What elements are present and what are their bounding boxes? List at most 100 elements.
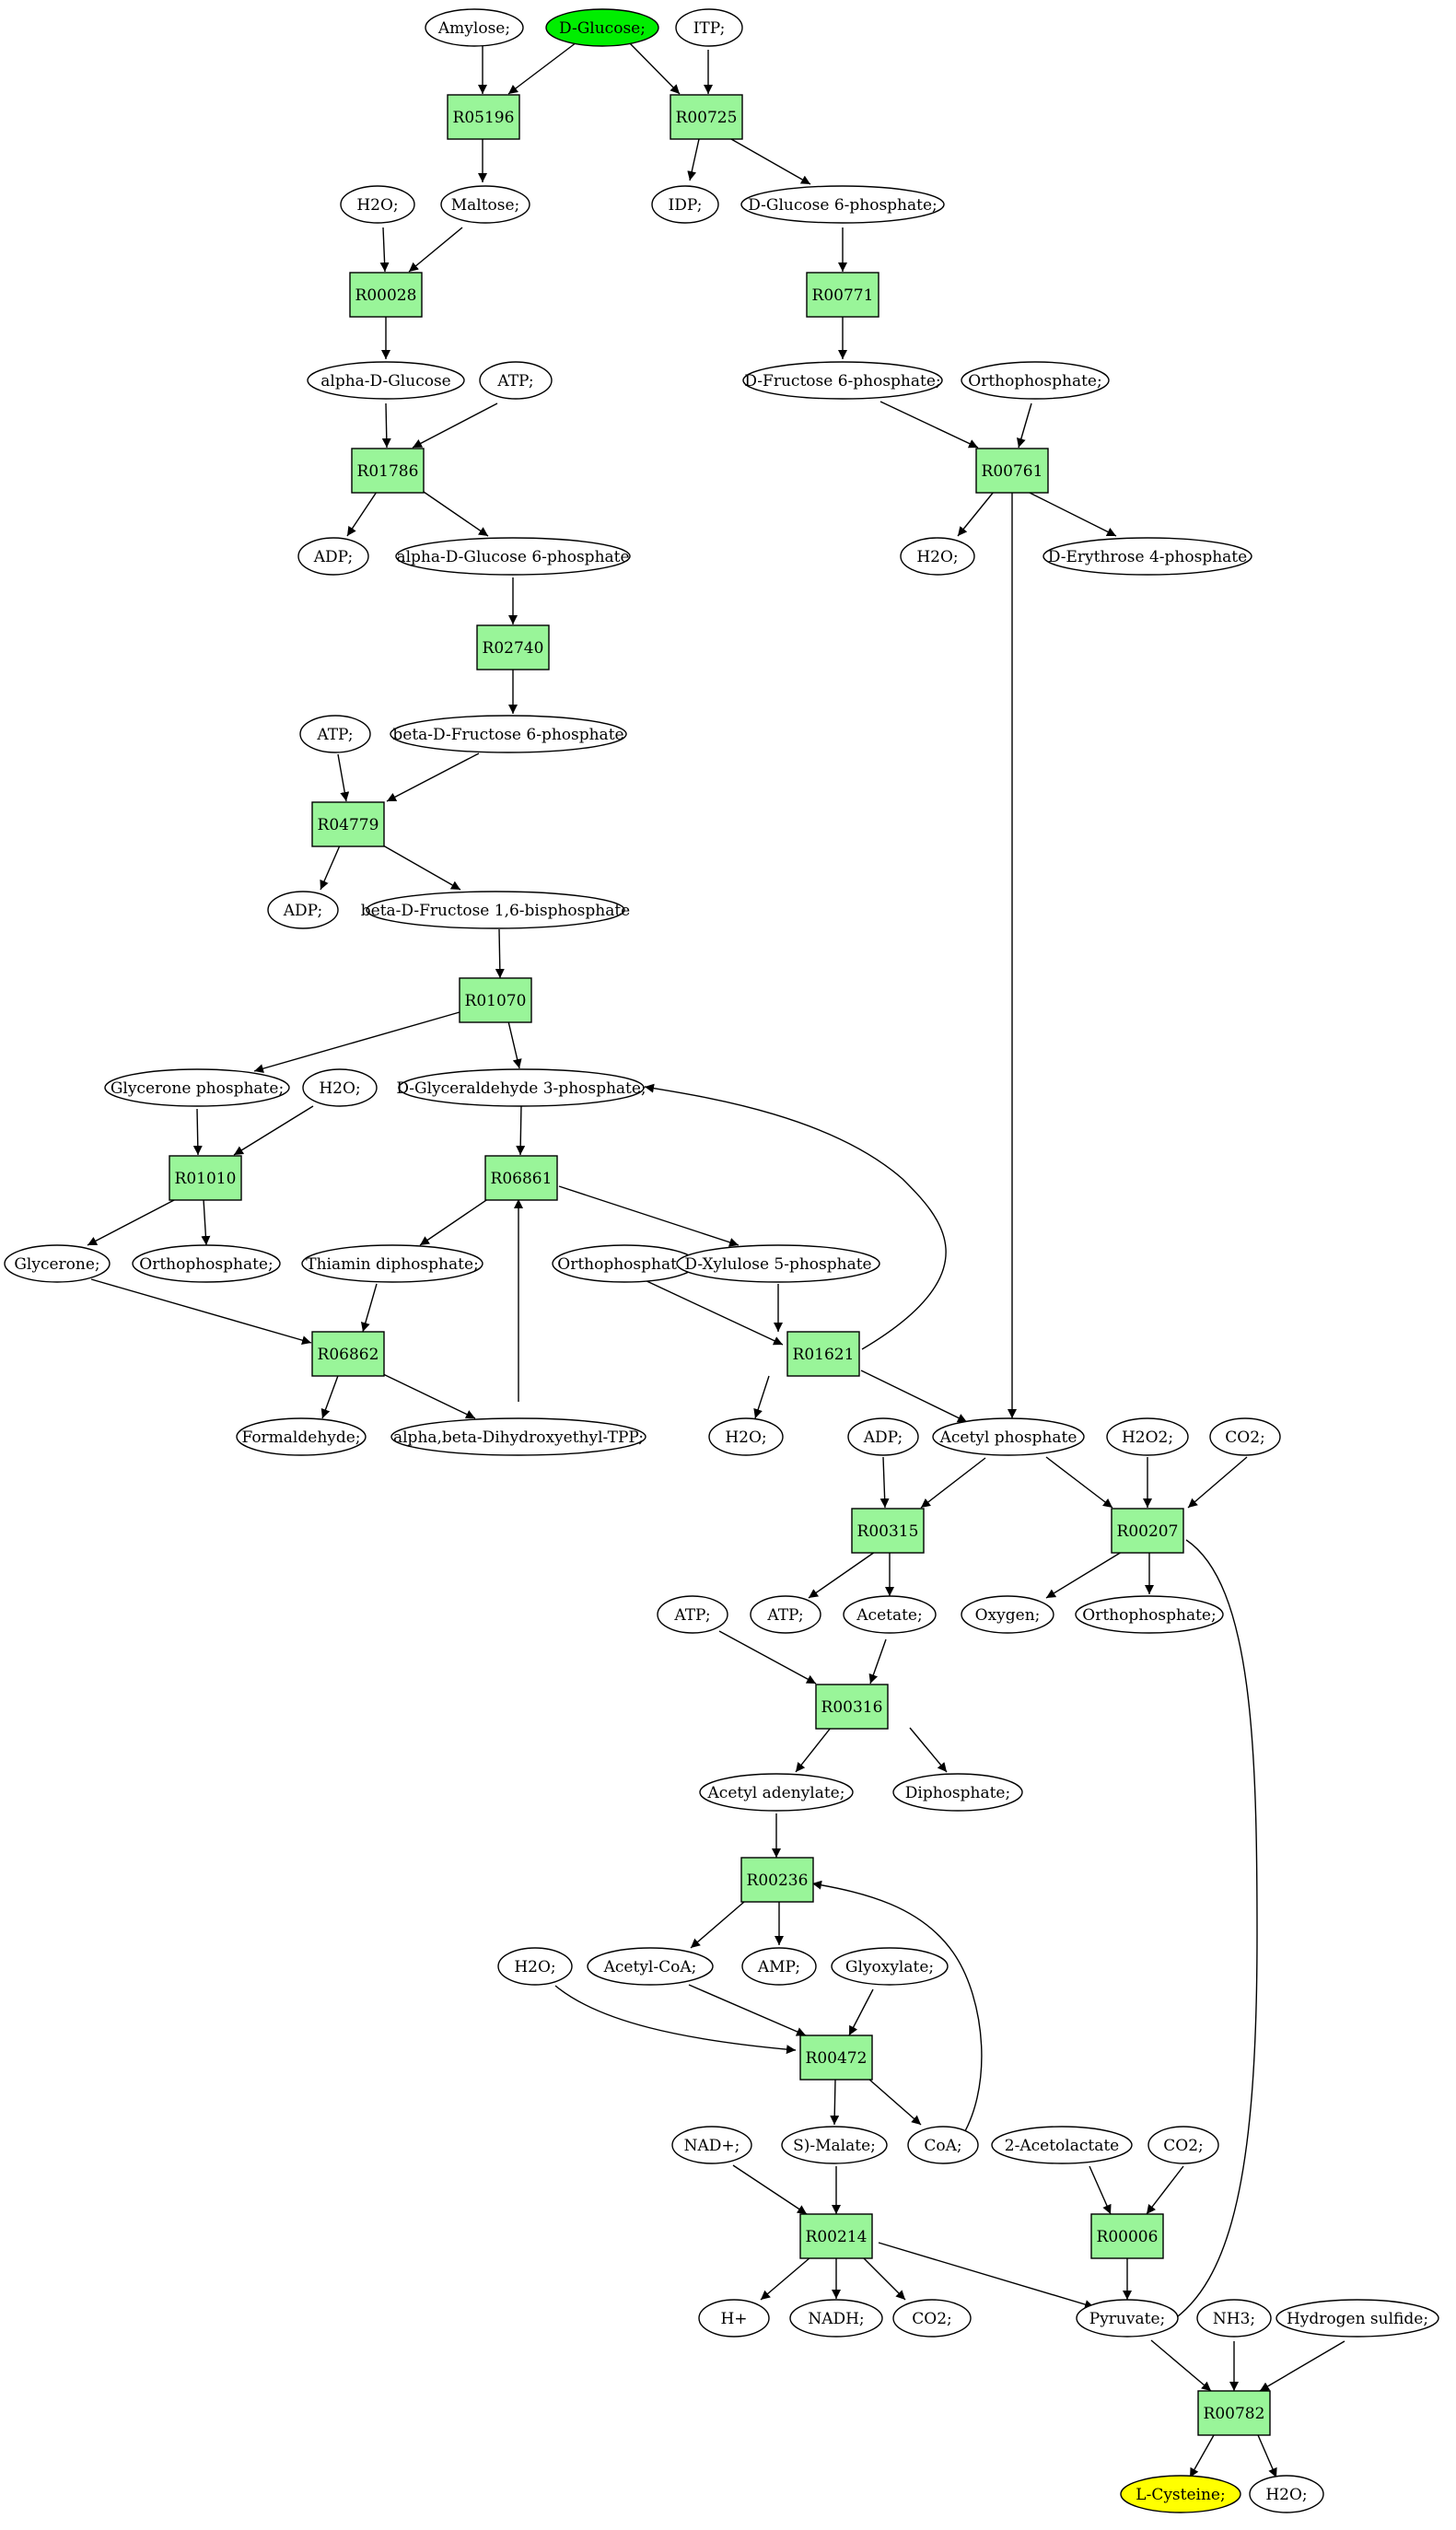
compound-node[interactable]: Glycerone phosphate; (104, 1068, 290, 1107)
compound-node[interactable]: Hydrogen sulfide; (1275, 2299, 1439, 2338)
compound-node[interactable]: Oxygen; (961, 1595, 1054, 1634)
compound-node[interactable]: Glyoxylate; (831, 1947, 949, 1986)
reaction-node[interactable]: R00771 (806, 272, 879, 318)
edge (253, 1009, 467, 1074)
compound-node[interactable]: Formaldehyde; (236, 1417, 367, 1456)
reaction-node[interactable]: R06861 (484, 1155, 558, 1201)
compound-node[interactable]: ATP; (479, 361, 553, 400)
reaction-node[interactable]: R01786 (351, 448, 425, 494)
edge (379, 227, 390, 273)
compound-node[interactable]: NH3; (1196, 2299, 1272, 2338)
compound-node[interactable]: Diphosphate; (892, 1773, 1023, 1812)
compound-label: NAD+; (684, 2137, 740, 2155)
reaction-node[interactable]: R01621 (786, 1331, 860, 1377)
compound-node[interactable]: AMP; (741, 1947, 817, 1986)
reaction-node[interactable]: R01010 (169, 1155, 242, 1201)
reaction-node[interactable]: R00725 (670, 94, 743, 140)
compound-node[interactable]: alpha,beta-Dihydroxyethyl-TPP; (390, 1417, 646, 1456)
edge (642, 1278, 784, 1346)
compound-node[interactable]: Acetyl adenylate; (699, 1773, 854, 1812)
compound-node[interactable]: H2O; (302, 1068, 378, 1107)
compound-node[interactable]: D-Erythrose 4-phosphate (1042, 537, 1252, 576)
compound-node[interactable]: alpha-D-Glucose 6-phosphate (395, 537, 631, 576)
compound-node[interactable]: ADP; (297, 537, 369, 576)
compound-node[interactable]: Amylose; (425, 8, 524, 47)
compound-node[interactable]: Orthophosphate; (961, 361, 1110, 400)
reaction-node[interactable]: R00315 (851, 1508, 925, 1554)
edge (730, 138, 811, 185)
reaction-node[interactable]: R00207 (1111, 1508, 1184, 1554)
compound-node[interactable]: H2O; (340, 185, 415, 224)
compound-label: ATP; (496, 372, 533, 391)
compound-node[interactable]: CO2; (1209, 1417, 1281, 1456)
compound-node[interactable]: CoA; (907, 2126, 979, 2164)
compound-node[interactable]: Thiamin diphosphate; (301, 1244, 483, 1283)
compound-label: D-Xylulose 5-phosphate (684, 1255, 871, 1274)
start-compound-node[interactable]: D-Glucose; (545, 8, 659, 47)
reaction-node[interactable]: R00761 (975, 448, 1049, 494)
compound-node[interactable]: NADH; (789, 2299, 883, 2338)
compound-node[interactable]: Maltose; (440, 185, 530, 224)
edge (879, 401, 979, 449)
reaction-node[interactable]: R00472 (799, 2034, 873, 2081)
compound-node[interactable]: Orthophosphate; (132, 1244, 281, 1283)
compound-node[interactable]: H2O; (708, 1417, 784, 1456)
compound-node[interactable]: beta-D-Fructose 6-phosphate (390, 715, 627, 753)
target-compound-node[interactable]: L-Cysteine; (1120, 2475, 1241, 2513)
reaction-label: R05196 (453, 109, 515, 127)
compound-node[interactable]: H2O; (1249, 2475, 1324, 2513)
compound-node[interactable]: NAD+; (671, 2126, 752, 2164)
compound-node[interactable]: alpha-D-Glucose (307, 361, 465, 400)
compound-node[interactable]: 2-Acetolactate (991, 2126, 1133, 2164)
compound-node[interactable]: ADP; (847, 1417, 919, 1456)
compound-node[interactable]: ATP; (299, 715, 371, 753)
compound-node[interactable]: D-Glyceraldehyde 3-phosphate; (396, 1068, 646, 1107)
compound-node[interactable]: D-Fructose 6-phosphate; (742, 361, 943, 400)
reaction-node[interactable]: R00006 (1090, 2213, 1164, 2259)
reaction-node[interactable]: R00782 (1197, 2390, 1271, 2436)
compound-node[interactable]: ADP; (267, 891, 339, 929)
compound-node[interactable]: H2O; (900, 537, 975, 576)
compound-label: H2O; (725, 1428, 766, 1447)
reaction-node[interactable]: R02740 (476, 624, 550, 670)
compound-node[interactable]: Glycerone; (4, 1244, 111, 1283)
compound-node[interactable]: ATP; (657, 1595, 728, 1634)
reaction-node[interactable]: R00316 (815, 1684, 889, 1730)
compound-node[interactable]: IDP; (651, 185, 719, 224)
reaction-node[interactable]: R05196 (447, 94, 520, 140)
compound-node[interactable]: CO2; (1147, 2126, 1219, 2164)
reaction-label: R04779 (318, 816, 379, 834)
reaction-node[interactable]: R00028 (349, 272, 423, 318)
edge (320, 1372, 340, 1419)
compound-node[interactable]: H2O2; (1106, 1417, 1189, 1456)
reaction-node[interactable]: R00214 (799, 2213, 873, 2259)
compound-label: ATP; (316, 726, 353, 744)
compound-label: H+ (720, 2310, 747, 2328)
reaction-node[interactable]: R00236 (740, 1857, 814, 1903)
compound-node[interactable]: H+ (698, 2299, 770, 2338)
compound-node[interactable]: CO2; (892, 2299, 972, 2338)
compound-label: Glyoxylate; (845, 1958, 934, 1976)
compound-node[interactable]: Acetate; (843, 1595, 937, 1634)
compound-node[interactable]: Pyruvate; (1076, 2299, 1179, 2338)
reaction-node[interactable]: R04779 (311, 801, 385, 847)
compound-node[interactable]: Acetyl-CoA; (587, 1947, 714, 1986)
compound-node[interactable]: beta-D-Fructose 1,6-bisphosphate (361, 891, 630, 929)
compound-label: ITP; (693, 19, 726, 38)
compound-node[interactable]: Orthophosphate; (1075, 1595, 1224, 1634)
compound-node[interactable]: Acetyl phosphate (932, 1417, 1085, 1456)
compound-node[interactable]: D-Xylulose 5-phosphate (676, 1244, 880, 1283)
compound-node[interactable]: ATP; (750, 1595, 821, 1634)
reaction-node[interactable]: R06862 (311, 1331, 385, 1377)
compound-node[interactable]: D-Glucose 6-phosphate; (740, 185, 945, 224)
compound-node[interactable]: Orthophosphate; (552, 1244, 697, 1283)
edge (1257, 2434, 1277, 2478)
compound-node[interactable]: ITP; (675, 8, 743, 47)
reaction-node[interactable]: R01070 (459, 977, 532, 1023)
compound-label: Glycerone phosphate; (111, 1079, 284, 1098)
compound-node[interactable]: H2O; (497, 1947, 573, 1986)
compound-node[interactable]: S)-Malate; (781, 2126, 888, 2164)
compound-label: Maltose; (451, 196, 520, 215)
reaction-label: R00761 (982, 462, 1043, 481)
